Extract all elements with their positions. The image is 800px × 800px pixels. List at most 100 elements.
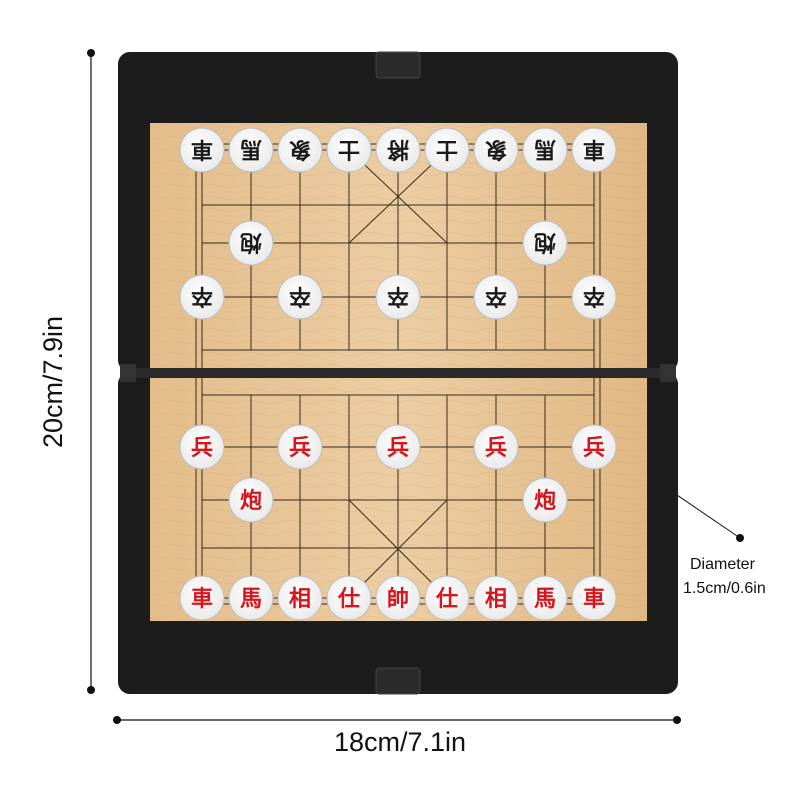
piece-label: 兵 (289, 436, 311, 461)
black-piece[interactable]: 象 (473, 127, 519, 173)
black-piece[interactable]: 士 (424, 127, 470, 173)
piece-label: 仕 (435, 587, 458, 612)
piece-disc (375, 127, 421, 173)
black-piece[interactable]: 士 (326, 127, 372, 173)
piece-label: 卒 (191, 283, 213, 309)
red-piece[interactable]: 仕 (326, 575, 372, 621)
piece-label: 象 (289, 136, 311, 162)
pieces-layer: 車馬象士將士象馬車炮炮卒卒卒卒卒兵兵兵兵兵炮炮車馬相仕帥仕相馬車 (179, 127, 617, 621)
diameter-title: Diameter (690, 556, 755, 573)
piece-disc (424, 127, 470, 173)
red-piece[interactable]: 車 (179, 575, 225, 621)
black-piece[interactable]: 卒 (277, 274, 323, 320)
piece-label: 車 (583, 136, 605, 161)
height-dimension-line (87, 49, 95, 694)
piece-label: 仕 (337, 587, 360, 612)
red-piece[interactable]: 馬 (228, 575, 274, 621)
red-piece[interactable]: 兵 (375, 424, 421, 470)
piece-disc (522, 575, 568, 621)
piece-label: 馬 (534, 136, 556, 161)
piece-disc (522, 477, 568, 523)
black-piece[interactable]: 卒 (375, 274, 421, 320)
black-piece[interactable]: 將 (375, 127, 421, 173)
piece-label: 兵 (387, 436, 409, 461)
piece-disc (522, 220, 568, 266)
palace-diagonal (348, 499, 448, 599)
red-piece[interactable]: 馬 (522, 575, 568, 621)
piece-disc (179, 127, 225, 173)
piece-disc (277, 424, 323, 470)
red-piece[interactable]: 仕 (424, 575, 470, 621)
piece-disc (375, 274, 421, 320)
piece-disc (571, 575, 617, 621)
red-piece[interactable]: 兵 (571, 424, 617, 470)
piece-disc (179, 424, 225, 470)
piece-disc (228, 575, 274, 621)
piece-disc (522, 127, 568, 173)
piece-label: 炮 (240, 229, 262, 255)
black-piece[interactable]: 象 (277, 127, 323, 173)
piece-disc (375, 424, 421, 470)
piece-label: 馬 (240, 136, 262, 161)
diameter-value: 1.5cm/0.6in (683, 580, 766, 597)
piece-label: 兵 (583, 436, 605, 461)
piece-label: 馬 (534, 587, 556, 612)
piece-label: 將 (387, 136, 409, 161)
piece-label: 卒 (289, 283, 311, 309)
black-piece[interactable]: 卒 (179, 274, 225, 320)
piece-disc (473, 127, 519, 173)
piece-disc (571, 274, 617, 320)
red-piece[interactable]: 炮 (522, 477, 568, 523)
piece-label: 士 (338, 136, 360, 161)
piece-disc (277, 127, 323, 173)
black-piece[interactable]: 炮 (228, 220, 274, 266)
black-piece[interactable]: 車 (179, 127, 225, 173)
red-piece[interactable]: 帥 (375, 575, 421, 621)
piece-label: 帥 (387, 586, 409, 612)
red-piece[interactable]: 車 (571, 575, 617, 621)
piece-disc (277, 575, 323, 621)
black-piece[interactable]: 卒 (571, 274, 617, 320)
black-piece[interactable]: 卒 (473, 274, 519, 320)
piece-label: 馬 (240, 587, 262, 612)
red-piece[interactable]: 相 (277, 575, 323, 621)
width-dimension-line (113, 716, 681, 724)
piece-label: 車 (191, 136, 213, 161)
width-label: 18cm/7.1in (333, 727, 467, 757)
piece-disc (228, 220, 274, 266)
piece-disc (473, 575, 519, 621)
piece-disc (424, 575, 470, 621)
piece-label: 炮 (240, 488, 262, 514)
piece-label: 兵 (485, 436, 507, 461)
palace-diagonal (348, 149, 448, 244)
red-piece[interactable]: 兵 (277, 424, 323, 470)
piece-label: 卒 (485, 283, 507, 309)
height-label-wrap: 20cm/7.9in (33, 282, 73, 482)
piece-label: 卒 (583, 283, 605, 309)
piece-disc (571, 424, 617, 470)
piece-disc (326, 575, 372, 621)
piece-label: 車 (191, 587, 213, 612)
red-piece[interactable]: 兵 (473, 424, 519, 470)
black-piece[interactable]: 馬 (228, 127, 274, 173)
piece-label: 相 (485, 587, 507, 612)
red-piece[interactable]: 兵 (179, 424, 225, 470)
red-piece[interactable]: 相 (473, 575, 519, 621)
black-piece[interactable]: 馬 (522, 127, 568, 173)
piece-label: 車 (583, 587, 605, 612)
piece-label: 相 (289, 587, 311, 612)
piece-label: 炮 (534, 229, 556, 255)
piece-disc (228, 477, 274, 523)
red-piece[interactable]: 炮 (228, 477, 274, 523)
piece-disc (473, 424, 519, 470)
height-label: 20cm/7.9in (38, 315, 68, 449)
piece-disc (228, 127, 274, 173)
piece-disc (326, 127, 372, 173)
black-piece[interactable]: 車 (571, 127, 617, 173)
piece-disc (473, 274, 519, 320)
piece-disc (375, 575, 421, 621)
piece-label: 炮 (534, 488, 556, 514)
black-piece[interactable]: 炮 (522, 220, 568, 266)
piece-disc (179, 575, 225, 621)
